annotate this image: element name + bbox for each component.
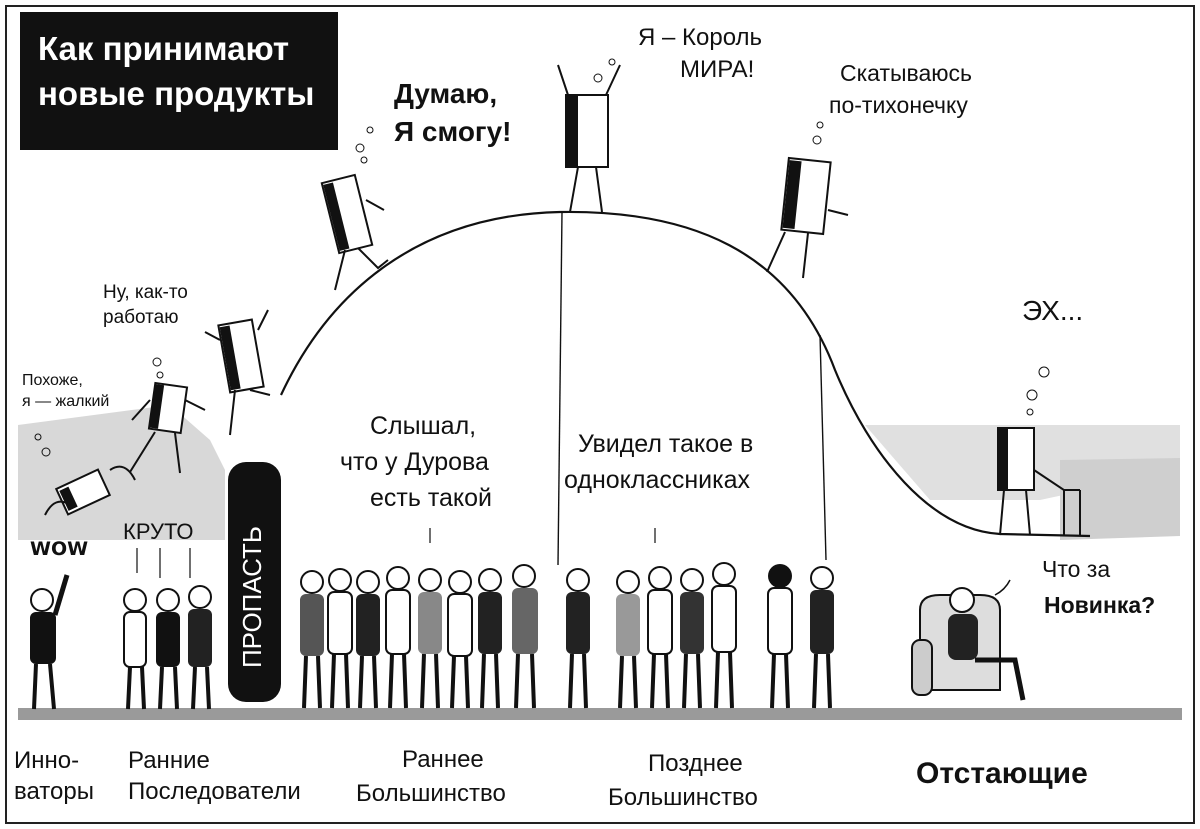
innovator-person <box>30 574 70 710</box>
product-character-king <box>557 58 621 213</box>
heard-line-2: что у Дурова <box>340 448 489 476</box>
laggard-in-armchair <box>911 579 1026 701</box>
early-majority-crowd <box>300 564 538 709</box>
gap-label-text: ПРОПАСТЬ <box>237 526 267 668</box>
late-majority-line-1: Позднее <box>648 750 743 777</box>
late-majority-line-2: Большинство <box>608 784 758 811</box>
frame-border <box>5 5 1195 824</box>
product-character-climbing <box>129 357 206 474</box>
heard-line-1: Слышал, <box>370 412 477 440</box>
product-character-rolling-down <box>766 121 849 279</box>
laggards-wall <box>1060 458 1180 540</box>
working-line-1: Ну, как-то <box>103 282 188 303</box>
gap-label: ПРОПАСТЬ <box>237 526 267 668</box>
cool-speech-lines <box>136 548 191 578</box>
product-character-fallen <box>34 433 136 516</box>
product-character-walker <box>997 366 1081 536</box>
sigh-text: ЭХ... <box>1022 295 1084 326</box>
innovators-line-2: ваторы <box>14 778 94 805</box>
heard-line-3: есть такой <box>370 484 492 512</box>
product-character-skating-up <box>320 126 389 291</box>
early-adopters-line-1: Ранние <box>128 747 210 774</box>
working-line-2: работаю <box>103 307 179 328</box>
king-line-2: МИРА! <box>680 56 755 83</box>
novelty-line-2: Новинка? <box>1044 592 1156 618</box>
pathetic-line-2: я — жалкий <box>22 393 110 410</box>
early-adopters-group <box>123 585 212 710</box>
wow-text: WOW <box>30 538 89 560</box>
pathetic-line-1: Похоже, <box>22 372 83 389</box>
late-majority-crowd <box>566 562 834 709</box>
rolling-line-1: Скатываюсь <box>840 60 973 86</box>
adoption-curve <box>280 210 1091 538</box>
crowd-speech-lines <box>429 528 656 543</box>
innovators-shade <box>18 405 225 540</box>
early-adopters-line-2: Последователи <box>128 778 301 805</box>
divider-line-center <box>557 211 563 566</box>
early-majority-line-1: Раннее <box>402 746 484 773</box>
rolling-line-2: по-тихонечку <box>829 92 968 118</box>
laggards-label: Отстающие <box>916 757 1088 790</box>
page-title: Как принимают новые продукты <box>20 12 338 150</box>
chasm <box>228 462 281 702</box>
divider-line-right <box>819 334 827 561</box>
cool-text: КРУТО <box>123 519 194 544</box>
product-character-jumping <box>204 309 271 436</box>
floor <box>18 708 1182 720</box>
can-line-2: Я смогу! <box>394 116 512 147</box>
saw-line-2: одноклассниках <box>564 466 751 494</box>
early-majority-line-2: Большинство <box>356 780 506 807</box>
king-line-1: Я – Король <box>638 24 763 51</box>
can-line-1: Думаю, <box>394 78 498 109</box>
novelty-line-1: Что за <box>1042 556 1111 582</box>
innovators-line-1: Инно- <box>14 747 80 774</box>
saw-line-1: Увидел такое в <box>578 430 754 458</box>
